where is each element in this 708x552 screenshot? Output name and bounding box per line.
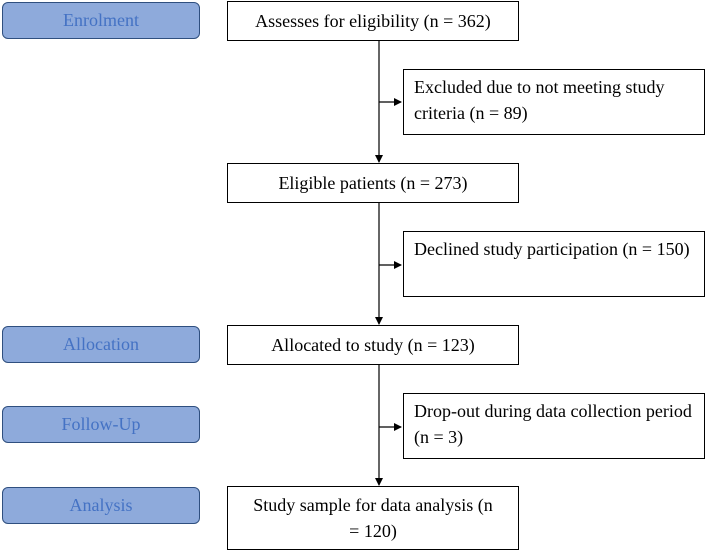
box-declined-text: Declined study participation (n = 150) (414, 239, 690, 259)
box-eligible-text: Eligible patients (n = 273) (278, 173, 468, 193)
box-eligible: Eligible patients (n = 273) (227, 163, 519, 203)
box-dropout: Drop-out during data collection period (… (403, 393, 705, 459)
box-excluded-text: Excluded due to not meeting study criter… (414, 77, 665, 123)
box-study-sample: Study sample for data analysis (n = 120) (227, 486, 519, 550)
box-assessed: Assesses for eligibility (n = 362) (227, 1, 519, 41)
box-dropout-text: Drop-out during data collection period (… (414, 401, 692, 447)
stage-follow-up-label: Follow-Up (2, 406, 200, 443)
stage-enrolment-label: Enrolment (2, 2, 200, 39)
box-declined: Declined study participation (n = 150) (403, 231, 705, 297)
box-assessed-text: Assesses for eligibility (n = 362) (255, 11, 491, 31)
box-allocated: Allocated to study (n = 123) (227, 325, 519, 365)
stage-analysis-label: Analysis (2, 487, 200, 524)
box-study-sample-text: Study sample for data analysis (n = 120) (253, 495, 493, 541)
stage-allocation-label: Allocation (2, 326, 200, 363)
box-allocated-text: Allocated to study (n = 123) (271, 335, 475, 355)
box-excluded: Excluded due to not meeting study criter… (403, 69, 705, 135)
